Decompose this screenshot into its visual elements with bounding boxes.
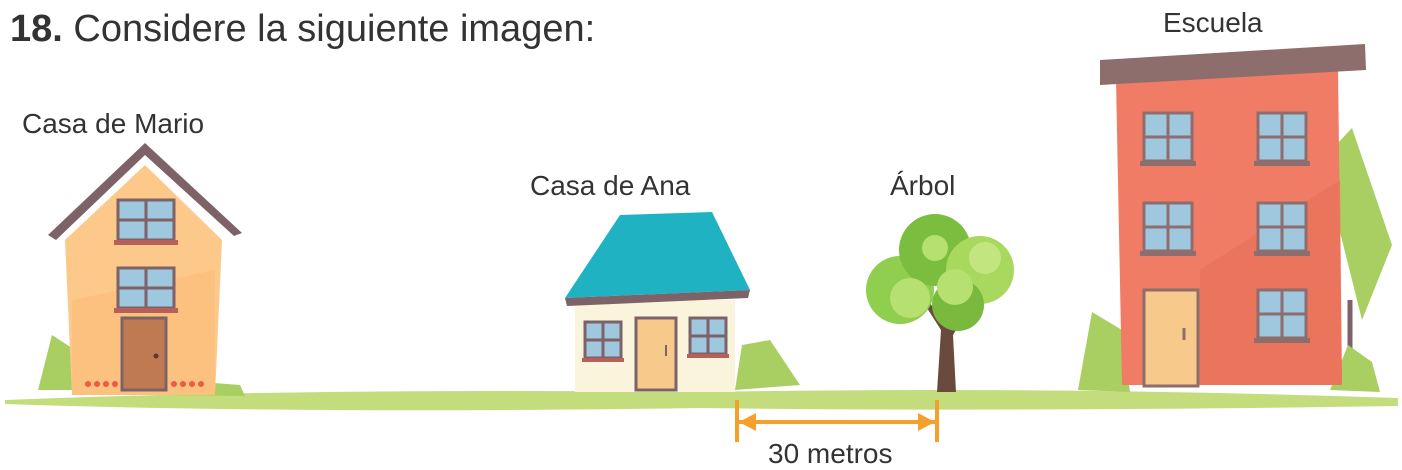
label-tree: Árbol [890, 170, 956, 201]
question-number: 18. [10, 8, 63, 50]
bush [1078, 312, 1130, 392]
label-house-ana: Casa de Ana [530, 170, 691, 201]
tree-illustration [866, 214, 1014, 392]
ground [5, 390, 1398, 411]
school-illustration [1078, 44, 1392, 392]
door [120, 316, 168, 392]
distance-label: 30 metros [768, 438, 893, 469]
door [1142, 288, 1200, 388]
question-title: 18. Considere la siguiente imagen: [10, 8, 595, 51]
arrow-left-icon [739, 413, 756, 431]
door [634, 316, 678, 392]
ana-roof [565, 212, 750, 298]
label-school: Escuela [1163, 7, 1263, 38]
bush [735, 340, 800, 390]
bush [1322, 128, 1392, 320]
house-ana-illustration [565, 212, 800, 392]
bush [1330, 345, 1380, 392]
house-mario-illustration [38, 143, 245, 396]
distance-marker [735, 400, 939, 442]
arrow-right-icon [918, 413, 935, 431]
label-house-mario: Casa de Mario [22, 108, 205, 139]
school-roof [1100, 44, 1366, 85]
question-text: Considere la siguiente imagen: [73, 8, 596, 50]
tree-trunk [922, 280, 972, 392]
